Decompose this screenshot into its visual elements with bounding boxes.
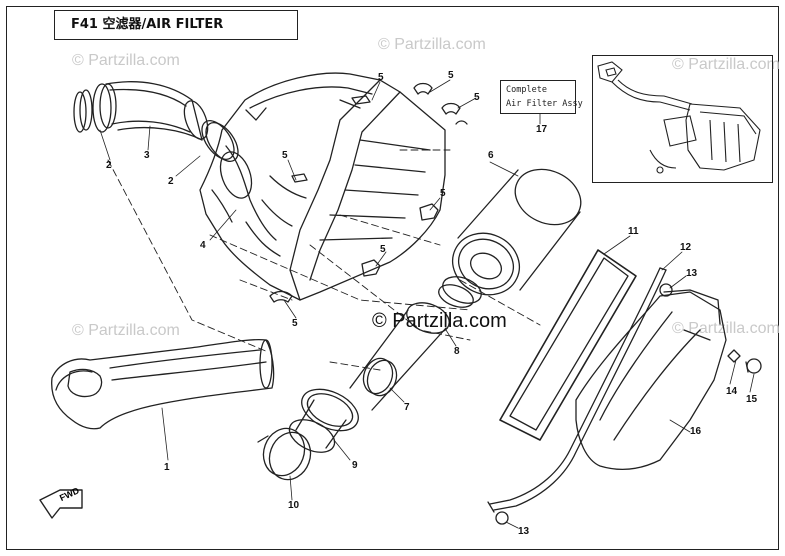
diagram-title: F41 空滤器/AIR FILTER xyxy=(54,10,298,40)
part-number-13-bottom[interactable]: 13 xyxy=(518,526,530,537)
part-number-2-right[interactable]: 2 xyxy=(168,176,174,187)
diagram-frame xyxy=(6,6,779,550)
part-number-5-g[interactable]: 5 xyxy=(292,318,298,329)
part-number-14[interactable]: 14 xyxy=(726,386,738,397)
leader-lines xyxy=(99,79,755,529)
watermark-mid-right: © Partzilla.com xyxy=(672,320,780,337)
part-10-clamp xyxy=(257,427,312,481)
part-3-intake-duct xyxy=(92,81,209,141)
part-11-gasket xyxy=(499,249,637,441)
part-number-5-e[interactable]: 5 xyxy=(440,188,446,199)
part-6-filter-element xyxy=(452,168,582,296)
part-number-5-d[interactable]: 5 xyxy=(282,150,288,161)
part-9-outlet-duct xyxy=(288,302,450,453)
part-4-airbox-housing xyxy=(199,72,446,301)
part-number-16[interactable]: 16 xyxy=(690,426,702,437)
part-number-12[interactable]: 12 xyxy=(680,242,692,253)
part-number-7[interactable]: 7 xyxy=(404,402,410,413)
callout-line-2: Air Filter Assy xyxy=(506,99,583,109)
part-number-1[interactable]: 1 xyxy=(164,462,170,473)
part-number-17[interactable]: 17 xyxy=(536,124,548,135)
part-number-2-left[interactable]: 2 xyxy=(106,160,112,171)
watermark-top-left: © Partzilla.com xyxy=(72,52,180,69)
part-number-15[interactable]: 15 xyxy=(746,394,758,405)
part-number-11[interactable]: 11 xyxy=(628,226,639,237)
part-number-10[interactable]: 10 xyxy=(288,500,300,511)
part-5-clips xyxy=(269,82,468,303)
forward-arrow xyxy=(39,489,83,519)
watermark-center: © Partzilla.com xyxy=(372,310,507,332)
part-7-clamp xyxy=(362,357,398,397)
part-number-8[interactable]: 8 xyxy=(454,346,460,357)
part-number-9[interactable]: 9 xyxy=(352,460,358,471)
watermark-top-right: © Partzilla.com xyxy=(672,56,780,73)
part-number-4[interactable]: 4 xyxy=(200,240,206,251)
part-2-clamp-left xyxy=(73,89,93,133)
part-number-5-c[interactable]: 5 xyxy=(474,92,480,103)
part-number-3[interactable]: 3 xyxy=(144,150,150,161)
part-1-inlet-snorkel xyxy=(51,338,275,430)
part-16-lower-housing xyxy=(575,289,727,471)
part-number-5-f[interactable]: 5 xyxy=(380,244,386,255)
part-number-13-top[interactable]: 13 xyxy=(686,268,698,279)
part-14-15-drain xyxy=(727,349,762,374)
part-12-breather-hose xyxy=(487,267,667,513)
complete-assembly-thumbnail xyxy=(597,61,761,174)
part-number-5-a[interactable]: 5 xyxy=(378,72,384,83)
part-13-clamps xyxy=(495,283,673,525)
complete-assembly-callout: Complete Air Filter Assy xyxy=(500,80,583,114)
callout-line-1: Complete xyxy=(506,85,547,95)
part-number-6[interactable]: 6 xyxy=(488,150,494,161)
part-number-5-b[interactable]: 5 xyxy=(448,70,454,81)
part-8-clamp xyxy=(438,276,482,308)
complete-assembly-inset xyxy=(592,55,773,183)
watermark-top-center: © Partzilla.com xyxy=(378,36,486,53)
watermark-mid-left: © Partzilla.com xyxy=(72,322,180,339)
